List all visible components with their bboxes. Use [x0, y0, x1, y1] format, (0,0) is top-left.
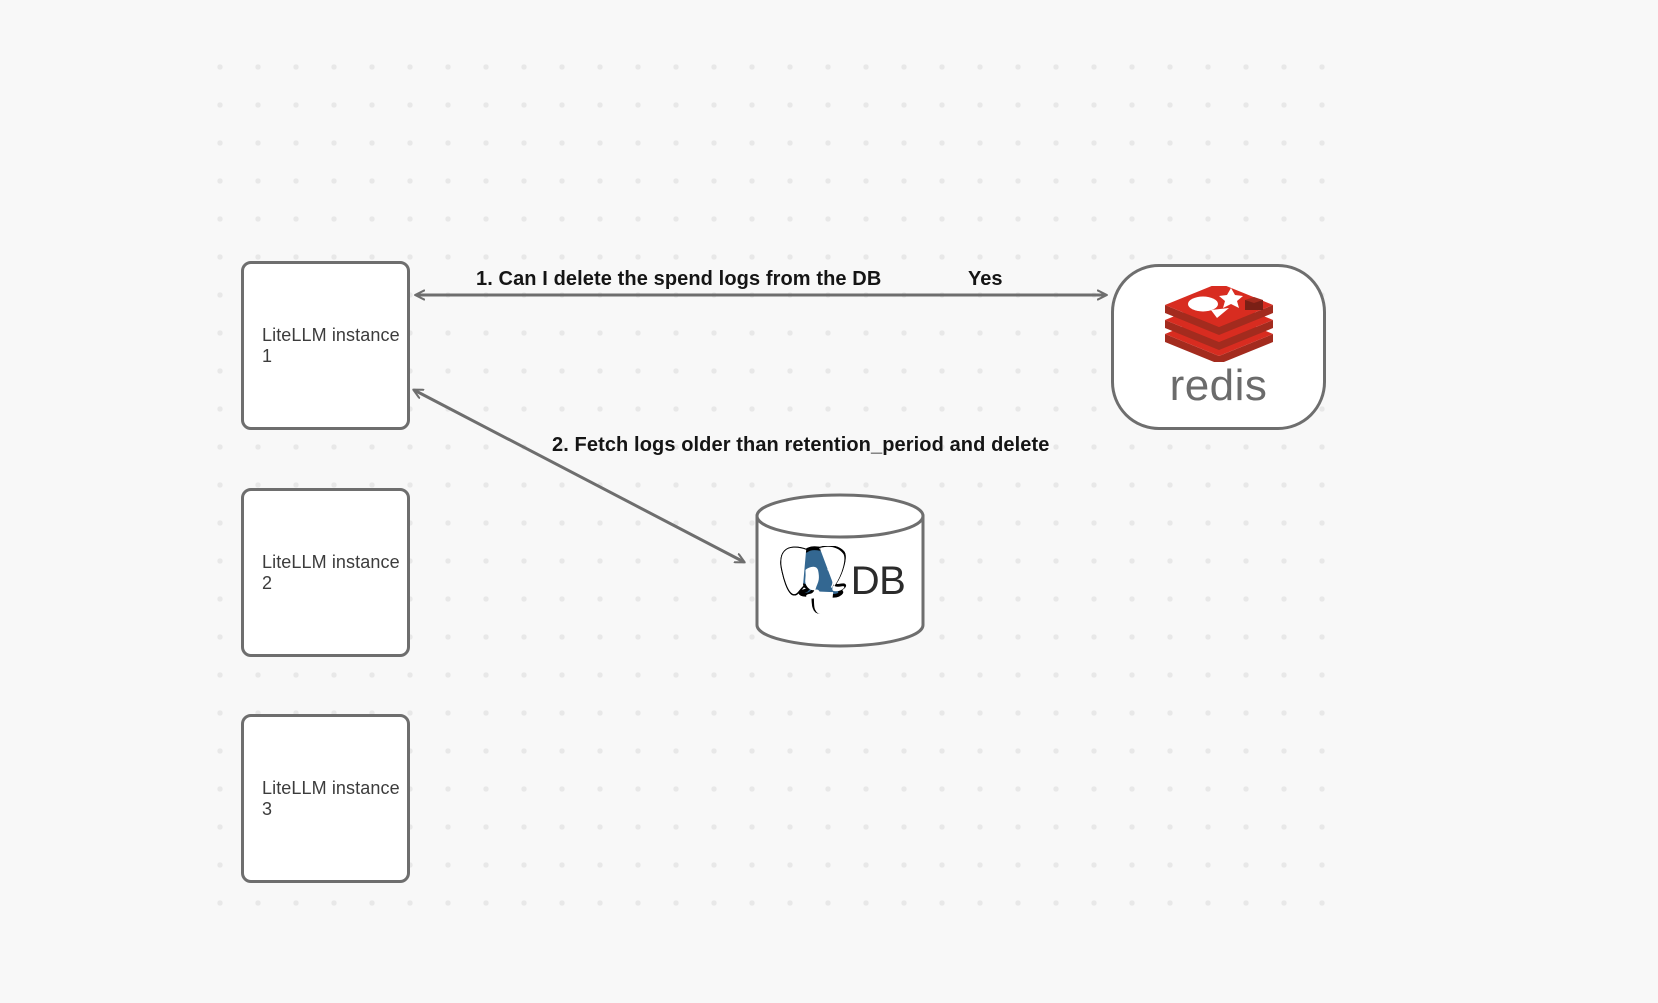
database-label: DB: [850, 559, 906, 603]
edge-label-request: 1. Can I delete the spend logs from the …: [476, 268, 882, 290]
node-litellm-instance-3[interactable]: LiteLLM instance 3: [241, 714, 410, 883]
node-label: LiteLLM instance 3: [262, 777, 400, 819]
node-litellm-instance-2[interactable]: LiteLLM instance 2: [241, 488, 410, 657]
node-litellm-instance-1[interactable]: LiteLLM instance 1: [241, 261, 410, 430]
edge-label-fetch-delete: 2. Fetch logs older than retention_perio…: [552, 434, 1050, 456]
node-label: LiteLLM instance 1: [262, 324, 400, 366]
node-label: LiteLLM instance 2: [262, 551, 400, 593]
node-database[interactable]: DB: [754, 492, 926, 649]
redis-logo-icon: [1164, 286, 1273, 362]
postgresql-elephant-icon: [780, 545, 846, 614]
database-content: DB: [754, 492, 926, 649]
redis-logo-wrap: redis: [1114, 267, 1323, 427]
edge-litellm1-database: [414, 390, 744, 562]
node-redis[interactable]: redis: [1111, 264, 1326, 430]
redis-wordmark: redis: [1169, 361, 1268, 410]
edge-label-reply: Yes: [968, 268, 1003, 290]
